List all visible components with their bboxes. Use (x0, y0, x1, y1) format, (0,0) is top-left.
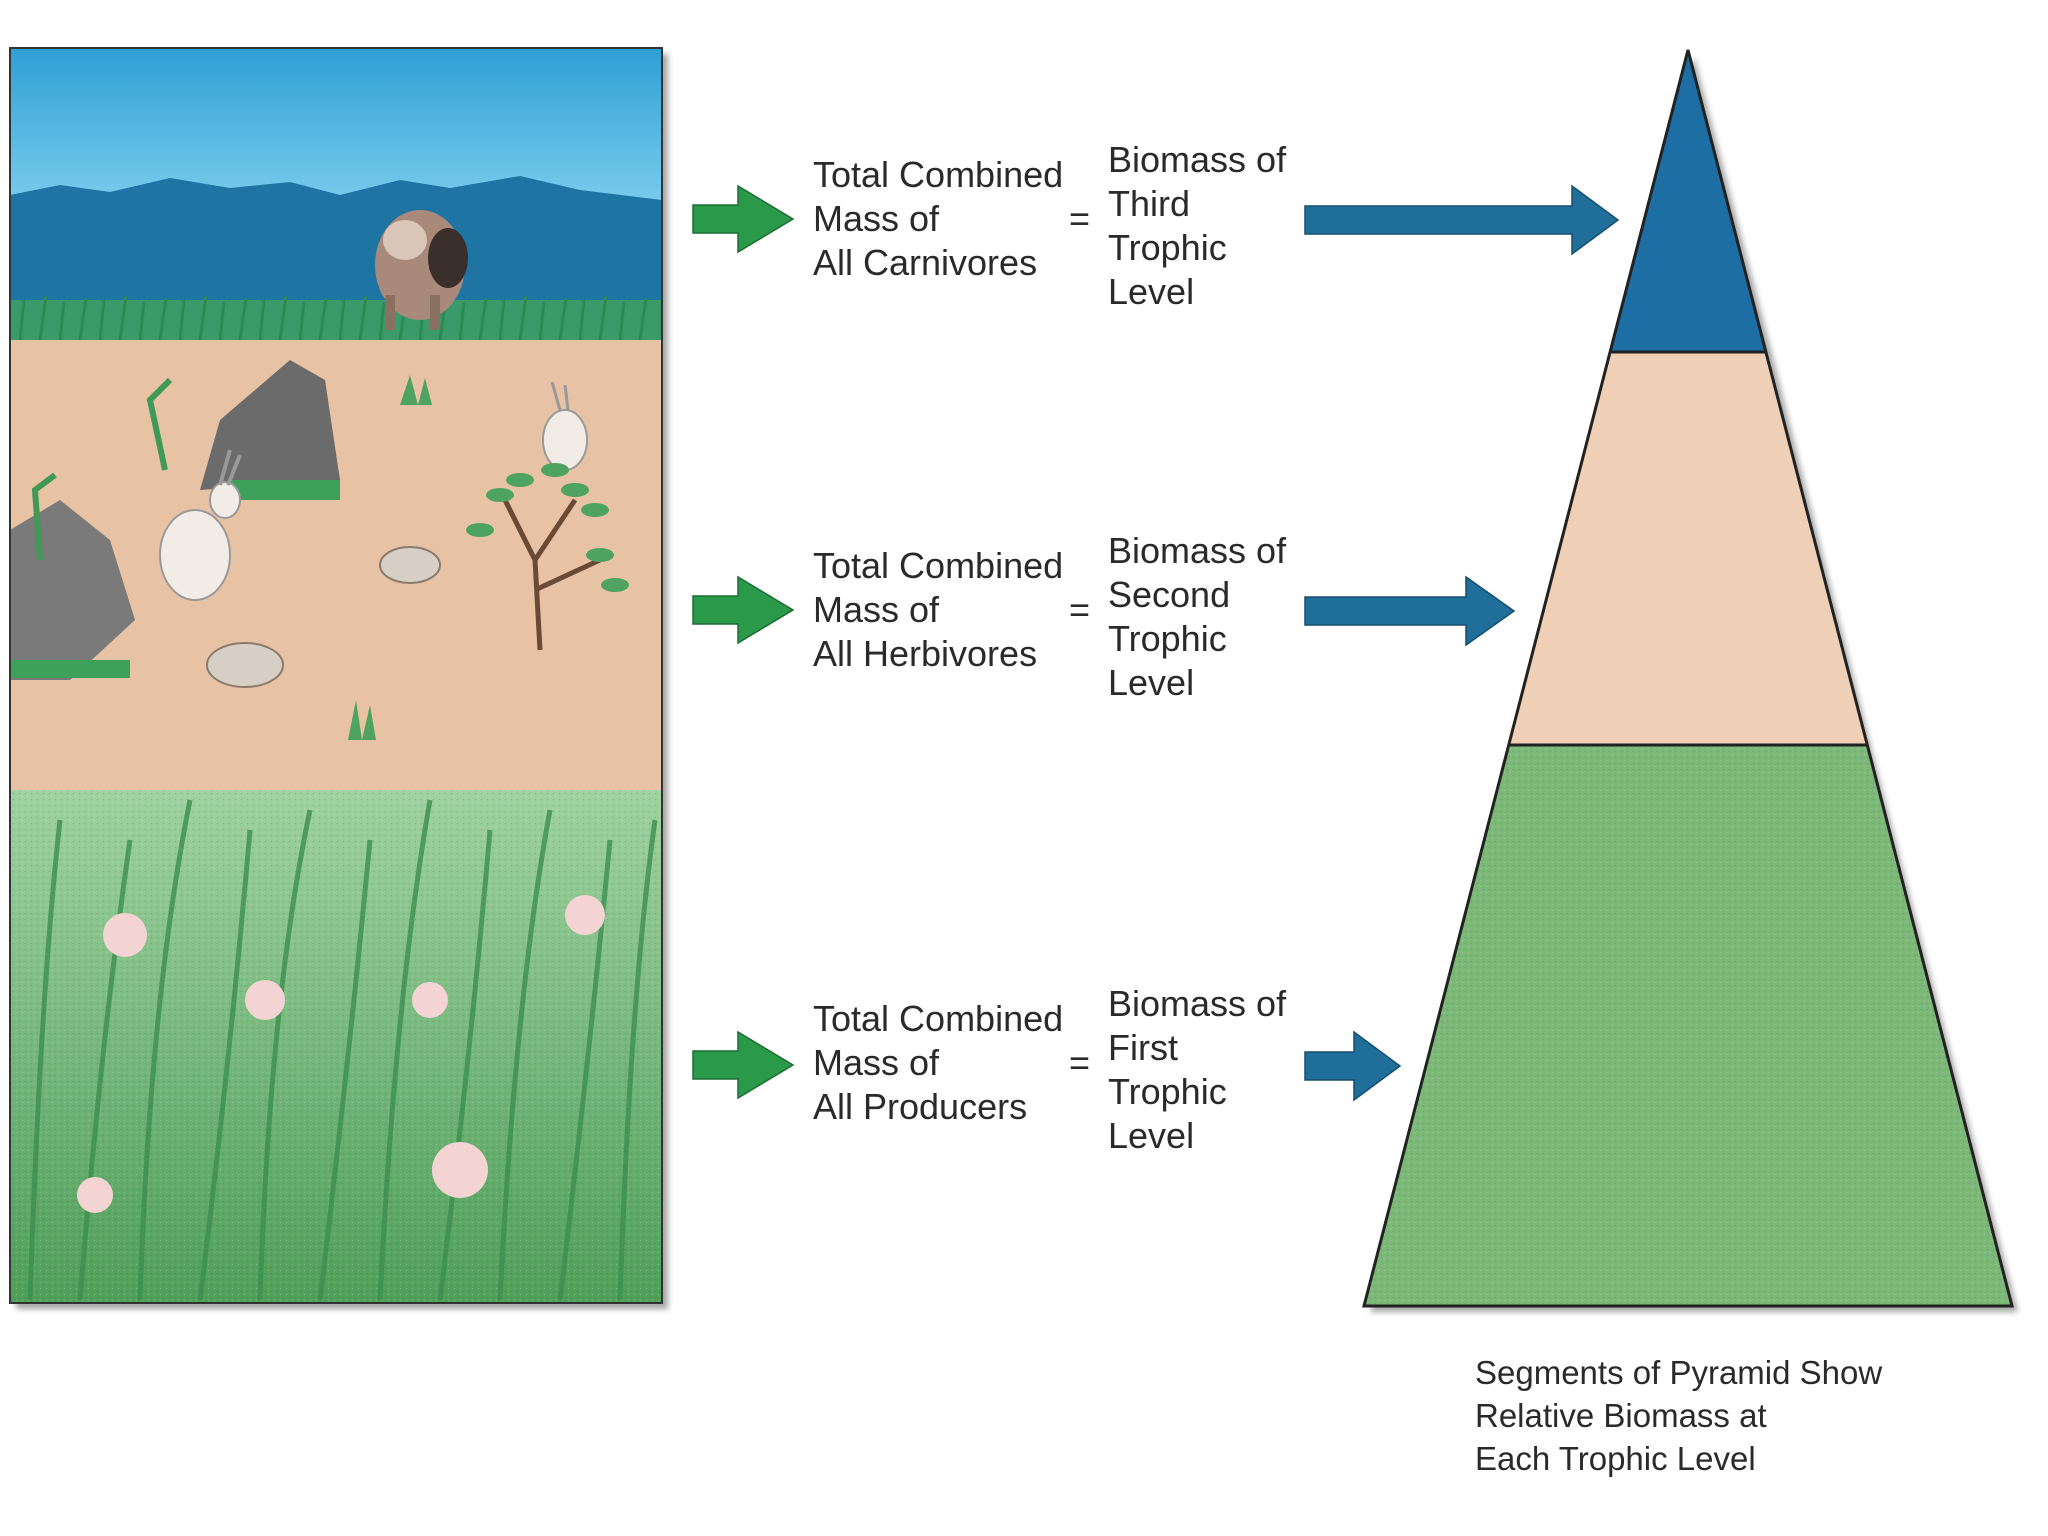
third-level-line-3: Trophic (1108, 227, 1227, 268)
rock-grass (230, 480, 340, 500)
wolf-carnivore (375, 210, 468, 330)
blue-arrow-third-level (1304, 184, 1620, 256)
blue-arrow-second-level (1304, 575, 1516, 647)
equals-sign-producers: = (1069, 1042, 1091, 1083)
flower (245, 980, 285, 1020)
grass-tuft-2 (348, 700, 376, 740)
grass-blade-left (31, 472, 57, 561)
pyramid-segment-second-level (1509, 352, 1866, 745)
herbivore-mass-line-2: Mass of (813, 589, 940, 630)
pyramid-texture (1364, 745, 2012, 1306)
blue-arrows (1304, 184, 1620, 1102)
shrub (466, 463, 629, 651)
rock-large (200, 360, 340, 490)
grass-tuft (400, 375, 432, 405)
third-level-biomass-label: Biomass of Third Trophic Level (1108, 138, 1286, 314)
rodent-herbivore-2 (206, 642, 284, 688)
green-arrow-producers (692, 1030, 795, 1100)
first-level-line-1: Biomass of (1108, 983, 1287, 1024)
flowers (77, 895, 605, 1213)
flower (103, 913, 147, 957)
carnivore-mass-label: Total Combined Mass of All Carnivores (813, 153, 1063, 285)
meadow-texture (10, 790, 662, 1303)
grass-blade-tall (146, 377, 173, 471)
producer-mass-label: Total Combined Mass of All Producers (813, 997, 1063, 1129)
green-arrows (692, 184, 795, 1100)
pyramid-caption: Segments of Pyramid Show Relative Biomas… (1475, 1351, 1882, 1480)
green-arrow-herbivores (692, 575, 795, 645)
producer-mass-line-2: Mass of (813, 1042, 940, 1083)
herbivore-mass-line-1: Total Combined (813, 545, 1064, 586)
flower (412, 982, 448, 1018)
caption-line-2: Relative Biomass at (1475, 1397, 1767, 1434)
first-level-biomass-label: Biomass of First Trophic Level (1108, 982, 1286, 1158)
pyramid-segment-third-level (1609, 50, 1767, 352)
rock-grass-left (10, 660, 130, 678)
equals-sign-carnivores: = (1069, 198, 1091, 239)
first-level-line-4: Level (1108, 1115, 1195, 1156)
first-level-line-2: First (1108, 1027, 1178, 1068)
third-level-line-4: Level (1108, 271, 1195, 312)
carnivore-mass-line-1: Total Combined (813, 154, 1064, 195)
flower (565, 895, 605, 935)
ecosystem-scene (9, 47, 663, 1304)
producer-mass-line-1: Total Combined (813, 998, 1064, 1039)
third-level-line-1: Biomass of (1108, 139, 1287, 180)
second-level-line-1: Biomass of (1108, 530, 1287, 571)
caption-line-1: Segments of Pyramid Show (1475, 1354, 1883, 1391)
flower (432, 1142, 488, 1198)
grass-strip (10, 300, 662, 340)
second-level-line-2: Second (1108, 574, 1231, 615)
equals-sign-herbivores: = (1069, 589, 1091, 630)
second-level-line-4: Level (1108, 662, 1195, 703)
mountain-range (10, 176, 662, 300)
producer-mass-line-3: All Producers (813, 1086, 1028, 1127)
second-level-line-3: Trophic (1108, 618, 1227, 659)
rodent-herbivore (379, 546, 441, 584)
herbivore-mass-line-3: All Herbivores (813, 633, 1038, 674)
third-level-line-2: Third (1108, 183, 1191, 224)
flower (77, 1177, 113, 1213)
first-level-line-3: Trophic (1108, 1071, 1227, 1112)
illustration-border (9, 47, 663, 1304)
grass-strip-blades (18, 295, 648, 341)
meadow-grass-blades (27, 799, 658, 1301)
carnivore-mass-line-2: Mass of (813, 198, 940, 239)
blue-arrow-first-level (1304, 1030, 1402, 1102)
caption-line-3: Each Trophic Level (1475, 1440, 1756, 1477)
herbivore-mass-label: Total Combined Mass of All Herbivores (813, 544, 1063, 676)
pyramid-outline (1362, 49, 2014, 1308)
second-level-biomass-label: Biomass of Second Trophic Level (1108, 529, 1286, 705)
rabbit-herbivore (159, 449, 242, 601)
green-arrow-carnivores (692, 184, 795, 254)
rabbit-herbivore-2 (542, 381, 588, 471)
carnivore-mass-line-3: All Carnivores (813, 242, 1038, 283)
